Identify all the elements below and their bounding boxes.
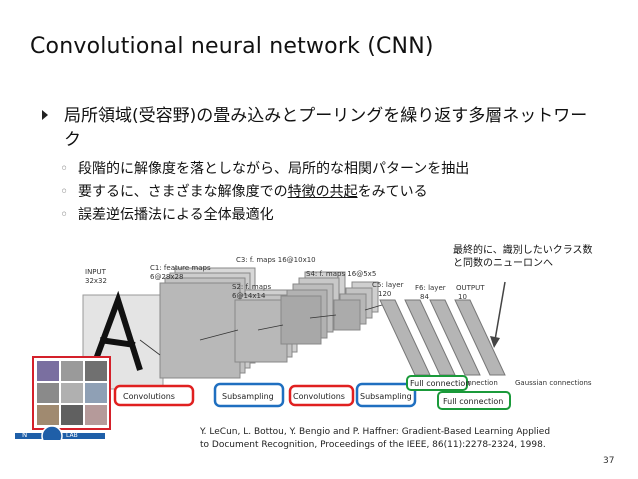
full-connection-box-2-label: Full connection <box>443 397 503 406</box>
annotation-line-2: と同数のニューロンへ <box>453 258 553 269</box>
sub-bullet-marker-icon: ◦ <box>60 207 69 223</box>
label-s2-size: 6@14x14 <box>232 292 266 300</box>
annotation-note: 最終的に、識別したいクラス数 と同数のニューロンへ <box>453 244 593 270</box>
annotation-line-1: 最終的に、識別したいクラス数 <box>453 245 593 256</box>
filter-thumbnails <box>37 361 107 425</box>
convolutions-box-2-label: Convolutions <box>293 392 345 401</box>
sub-bullet-2-text-post: をみている <box>357 184 428 200</box>
fully-connected-bands <box>379 299 506 376</box>
label-c5: C5: layer <box>372 281 404 289</box>
label-orig-full-connection: Full connection <box>445 379 498 387</box>
connection-lines <box>139 304 383 356</box>
full-connection-box-1-label: Full connection <box>410 379 470 388</box>
input-letter-a <box>89 290 143 372</box>
sub-bullet-2-text-underlined: 特徴の共起 <box>287 184 358 200</box>
citation-line-1: Y. LeCun, L. Bottou, Y. Bengio and P. Ha… <box>200 427 551 437</box>
sub-bullet-2-text-pre: 要するに、さまざまな解像度での <box>78 184 288 200</box>
logo-text-n: N <box>22 431 27 439</box>
subsampling-box-2-label: Subsampling <box>360 392 412 401</box>
main-bullet: 局所領域(受容野)の畳み込みとプーリングを繰り返す多層ネットワーク <box>42 104 602 152</box>
sub-bullet-3-text: 誤差逆伝播法による全体最適化 <box>78 207 274 223</box>
sub-bullet-3: ◦ 誤差逆伝播法による全体最適化 <box>60 206 274 224</box>
subsampling-box-1-label: Subsampling <box>222 392 274 401</box>
convolutions-box-2 <box>288 384 355 407</box>
label-gaussian-connections: Gaussian connections <box>515 379 592 387</box>
annotation-arrowhead-icon <box>490 336 500 348</box>
citation: Y. LeCun, L. Bottou, Y. Bengio and P. Ha… <box>200 426 550 452</box>
bullet-arrow-icon <box>42 110 48 120</box>
page-number: 37 <box>603 456 615 466</box>
sub-bullet-marker-icon: ◦ <box>60 161 69 177</box>
label-c5-size: 120 <box>378 290 391 298</box>
annotation-arrow-icon <box>494 281 506 341</box>
label-f6: F6: layer <box>415 284 446 292</box>
label-input: INPUT <box>85 268 107 276</box>
subsampling-box-1 <box>213 382 285 408</box>
sub-bullet-1: ◦ 段階的に解像度を落としながら、局所的な相関パターンを抽出 <box>60 160 469 178</box>
slide-title: Convolutional neural network (CNN) <box>30 34 434 59</box>
convolutions-box-1-label: Convolutions <box>123 392 175 401</box>
label-output-size: 10 <box>458 293 467 301</box>
label-s2: S2: f. maps <box>232 283 271 291</box>
label-f6-size: 84 <box>420 293 429 301</box>
citation-line-2: to Document Recognition, Proceedings of … <box>200 440 546 450</box>
c3-feature-maps <box>280 271 346 345</box>
sub-bullet-marker-icon: ◦ <box>60 184 69 200</box>
label-input-size: 32x32 <box>85 277 107 285</box>
full-connection-box-2 <box>437 391 511 410</box>
label-c1-size: 6@28x28 <box>150 273 183 281</box>
label-output: OUTPUT <box>456 284 485 292</box>
lenet-figure: INPUT 32x32 C1: feature maps 6@28x28 S2:… <box>15 256 592 440</box>
subsampling-box-2 <box>355 382 417 408</box>
full-connection-box-1 <box>406 375 468 391</box>
sub-bullet-2: ◦ 要するに、さまざまな解像度での特徴の共起をみている <box>60 183 428 201</box>
sub-bullet-1-text: 段階的に解像度を落としながら、局所的な相関パターンを抽出 <box>78 161 470 177</box>
convolutions-box-1 <box>113 384 195 407</box>
label-c1: C1: feature maps <box>150 264 211 272</box>
s4-feature-maps <box>333 281 379 331</box>
logo-text-lab: LAB <box>66 432 78 439</box>
lab-logo: N LAB <box>15 425 105 440</box>
label-c3: C3: f. maps 16@10x10 <box>236 256 316 264</box>
label-s4: S4: f. maps 16@5x5 <box>306 270 376 278</box>
main-bullet-text: 局所領域(受容野)の畳み込みとプーリングを繰り返す多層ネットワーク <box>64 106 588 150</box>
